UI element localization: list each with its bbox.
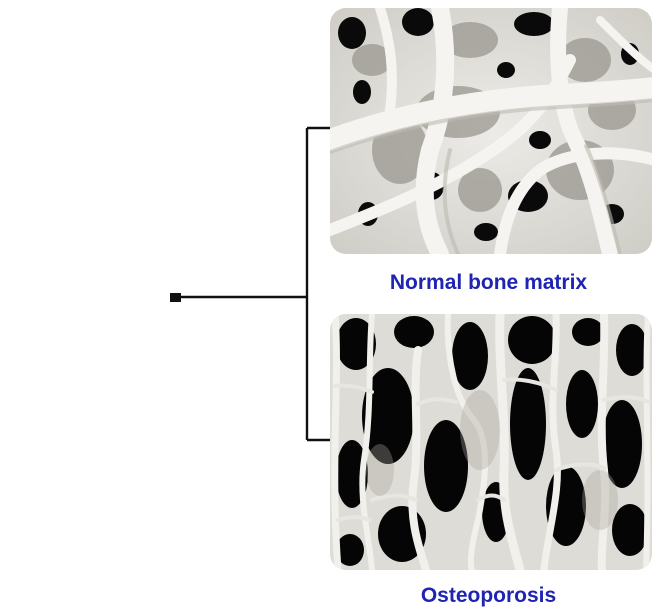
osteoporosis-panel bbox=[330, 314, 652, 570]
square-marker-icon bbox=[170, 293, 181, 302]
hip-joint-illustration bbox=[0, 0, 330, 610]
osteoporosis-label: Osteoporosis bbox=[322, 584, 655, 608]
normal-bone-panel bbox=[330, 8, 655, 254]
normal-bone-label: Normal bone matrix bbox=[322, 271, 655, 295]
